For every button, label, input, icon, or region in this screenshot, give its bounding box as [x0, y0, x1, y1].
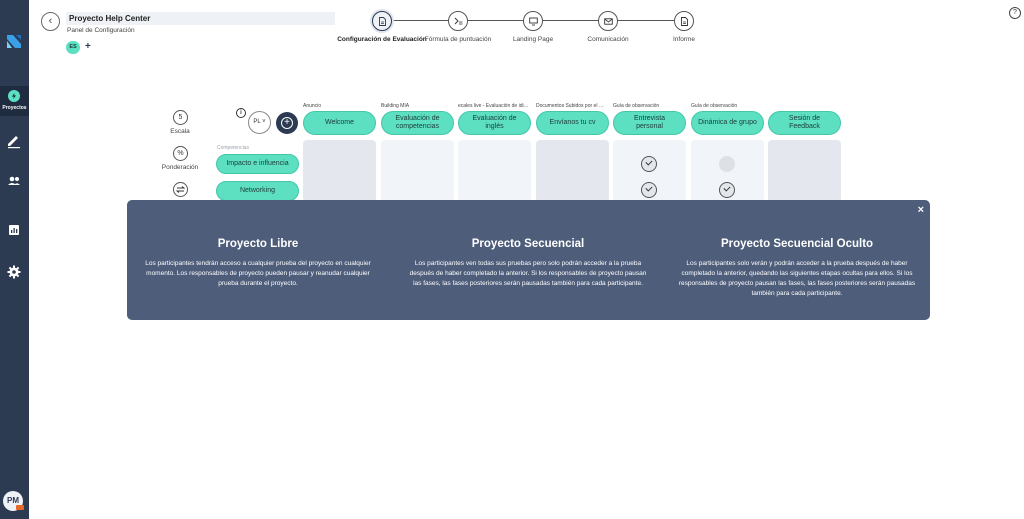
- mode-libre: Proyecto Libre Los participantes tendrán…: [138, 238, 378, 289]
- monitor-icon: [529, 17, 538, 26]
- phase-pill-welcome[interactable]: Welcome: [303, 111, 376, 135]
- mode-description: Los participantes solo verán y podrán ac…: [678, 260, 916, 297]
- sidebar-item-proyectos[interactable]: Proyectos: [0, 86, 29, 116]
- edit-icon[interactable]: [5, 131, 23, 149]
- back-button[interactable]: ‹: [41, 12, 60, 31]
- competencies-caption: Competencias: [217, 145, 249, 151]
- phase-pill-entrevista[interactable]: Entrevista personal: [613, 111, 686, 135]
- phase-pill-ingles[interactable]: Evaluación de inglés: [458, 111, 531, 135]
- step-configuracion[interactable]: [372, 11, 392, 31]
- step-comunicacion[interactable]: [598, 11, 618, 31]
- sidebar: Proyectos PM: [0, 0, 29, 519]
- project-mode-select[interactable]: PL ˅: [248, 111, 271, 134]
- close-icon[interactable]: ×: [917, 204, 924, 216]
- step-label[interactable]: Informe: [672, 36, 696, 43]
- avatar[interactable]: PM: [3, 491, 24, 511]
- phase-column: [768, 140, 841, 202]
- mode-description: Los participantes ven todas sus pruebas …: [409, 260, 647, 287]
- check-icon[interactable]: [641, 156, 657, 172]
- check-icon[interactable]: [641, 182, 657, 198]
- phase-column: [303, 140, 376, 202]
- add-phase-button[interactable]: +: [276, 112, 298, 134]
- step-label[interactable]: Configuración de Evaluación: [337, 36, 427, 43]
- sidebar-item-label: Proyectos: [2, 105, 27, 111]
- add-language-button[interactable]: +: [85, 41, 91, 52]
- phase-pill-competencias[interactable]: Evaluación de competencias: [381, 111, 454, 135]
- swap-button[interactable]: [173, 182, 188, 197]
- language-badge[interactable]: ES: [66, 41, 80, 54]
- project-title[interactable]: Proyecto Help Center: [66, 12, 335, 25]
- avatar-initials: PM: [7, 496, 19, 505]
- project-mode-info-modal: × Proyecto Libre Los participantes tendr…: [127, 200, 930, 320]
- settings-icon[interactable]: [5, 263, 23, 281]
- page-subtitle: Panel de Configuración: [67, 27, 135, 34]
- mode-secuencial-oculto: Proyecto Secuencial Oculto Los participa…: [677, 238, 917, 299]
- app-logo-icon[interactable]: [4, 31, 24, 51]
- ponderacion-button[interactable]: %: [173, 146, 188, 161]
- mode-title: Proyecto Secuencial: [471, 238, 585, 250]
- chevron-down-icon: ˅: [260, 119, 266, 125]
- phase-caption: Guía de observación: [691, 103, 738, 109]
- mode-secuencial: Proyecto Secuencial Los participantes ve…: [408, 238, 648, 289]
- phase-column: [536, 140, 609, 202]
- swap-icon: [175, 186, 186, 193]
- reports-icon[interactable]: [5, 221, 23, 239]
- step-landing[interactable]: [523, 11, 543, 31]
- step-formula[interactable]: [448, 11, 468, 31]
- step-label[interactable]: Comunicación: [587, 36, 629, 43]
- phase-caption: Anuncio: [303, 103, 322, 109]
- phase-caption: ecales live - Evaluación de idi…: [458, 103, 529, 109]
- info-icon[interactable]: i: [236, 108, 246, 118]
- competency-pill[interactable]: Networking: [216, 181, 299, 201]
- escala-button[interactable]: 5: [173, 110, 188, 125]
- project-mode-value: PL: [253, 119, 261, 125]
- phase-column: [458, 140, 531, 202]
- mode-description: Los participantes tendrán acceso a cualq…: [145, 260, 371, 287]
- formula-icon: [454, 17, 463, 25]
- check-icon[interactable]: [719, 182, 735, 198]
- mode-title: Proyecto Secuencial Oculto: [720, 238, 874, 250]
- phase-caption: Guía de observación: [613, 103, 660, 109]
- help-icon[interactable]: ?: [1009, 7, 1021, 19]
- step-label[interactable]: Fórmula de puntuación: [424, 36, 492, 43]
- phase-column: [381, 140, 454, 202]
- escala-label: Escala: [170, 128, 190, 135]
- users-icon[interactable]: [5, 172, 23, 190]
- competency-pill[interactable]: Impacto e influencia: [216, 154, 299, 174]
- phase-caption: Documentos Subidos por el …: [536, 103, 604, 109]
- step-informe[interactable]: [674, 11, 694, 31]
- phase-caption: Building MIA: [381, 103, 410, 109]
- mode-title: Proyecto Libre: [217, 238, 299, 250]
- flag-icon: [16, 505, 24, 510]
- step-label[interactable]: Landing Page: [512, 36, 554, 43]
- report-icon: [681, 17, 688, 26]
- plus-icon: +: [281, 117, 293, 129]
- phase-pill-dinamica[interactable]: Dinámica de grupo: [691, 111, 764, 135]
- projects-icon: [8, 90, 20, 102]
- phase-pill-cv[interactable]: Envíanos tu cv: [536, 111, 609, 135]
- mail-icon: [604, 18, 613, 25]
- ponderacion-label: Ponderación: [161, 164, 199, 171]
- phase-pill-feedback[interactable]: Sesión de Feedback: [768, 111, 841, 135]
- document-icon: [379, 17, 386, 26]
- unchecked-icon[interactable]: [719, 156, 735, 172]
